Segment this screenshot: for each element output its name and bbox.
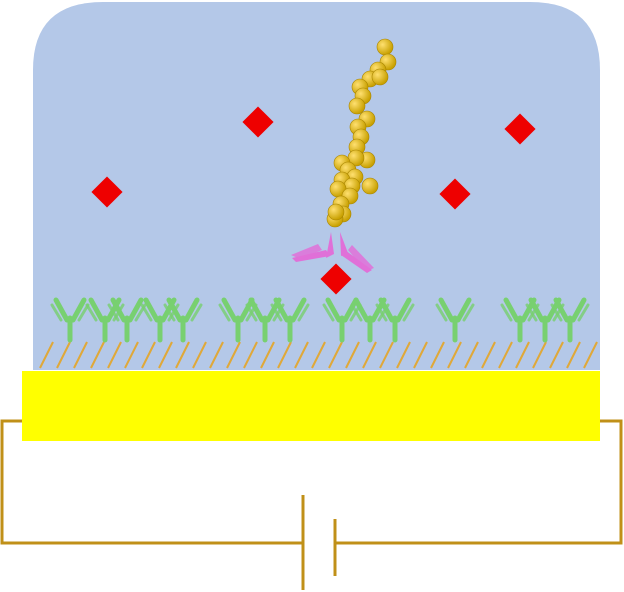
nanoparticle-bead-icon (327, 203, 345, 221)
detection-antibody (291, 232, 374, 273)
linker-molecule (175, 341, 190, 369)
nanoparticle-bead-icon (361, 177, 379, 195)
nanoparticle-chain (326, 38, 397, 228)
linker-molecule (158, 341, 173, 369)
bound-antigen-icon (320, 263, 352, 295)
gold-electrode (22, 371, 600, 441)
antigen-icon (91, 176, 123, 208)
capture-antibody-icon (163, 297, 203, 343)
capture-antibody-icon (270, 297, 310, 343)
linker-molecule (226, 341, 241, 369)
linker-molecule (413, 341, 428, 369)
linker-molecule (277, 341, 292, 369)
linker-molecule (583, 341, 598, 369)
linker-molecule (260, 341, 275, 369)
linker-molecule (532, 341, 547, 369)
linker-molecule (294, 341, 309, 369)
linker-molecule (243, 341, 258, 369)
nanoparticle-bead-icon (371, 68, 389, 86)
linker-molecule (362, 341, 377, 369)
linker-molecule (447, 341, 462, 369)
linker-molecule (56, 341, 71, 369)
linker-molecule (498, 341, 513, 369)
linker-molecule (515, 341, 530, 369)
linker-molecule (396, 341, 411, 369)
linker-layer (39, 341, 598, 369)
linker-molecule (566, 341, 581, 369)
nanoparticle-bead-icon (348, 97, 366, 115)
capture-antibody-icon (245, 297, 285, 343)
linker-molecule (464, 341, 479, 369)
circuit-wire-right (335, 419, 623, 545)
linker-molecule (345, 341, 360, 369)
antigen-icon (242, 106, 274, 138)
linker-molecule (107, 341, 122, 369)
linker-molecule (328, 341, 343, 369)
capture-antibody-icon (50, 297, 90, 343)
solution-chamber (33, 2, 600, 370)
linker-molecule (73, 341, 88, 369)
linker-molecule (141, 341, 156, 369)
capture-antibody-layer (50, 297, 590, 343)
linker-molecule (39, 341, 54, 369)
linker-molecule (549, 341, 564, 369)
detection-complex (291, 38, 397, 273)
linker-molecule (311, 341, 326, 369)
linker-molecule (430, 341, 445, 369)
linker-molecule (124, 341, 139, 369)
linker-molecule (481, 341, 496, 369)
linker-molecule (192, 341, 207, 369)
capture-antibody-icon (375, 297, 415, 343)
circuit-wire-left (0, 419, 302, 545)
nanoparticle-bead-icon (376, 38, 394, 56)
linker-molecule (379, 341, 394, 369)
capture-antibody-icon (435, 297, 475, 343)
electrical-circuit (0, 419, 623, 590)
linker-molecule (90, 341, 105, 369)
linker-molecule (209, 341, 224, 369)
antigen-icon (439, 178, 471, 210)
detection-antibody-icon (291, 232, 374, 273)
capture-antibody-icon (550, 297, 590, 343)
